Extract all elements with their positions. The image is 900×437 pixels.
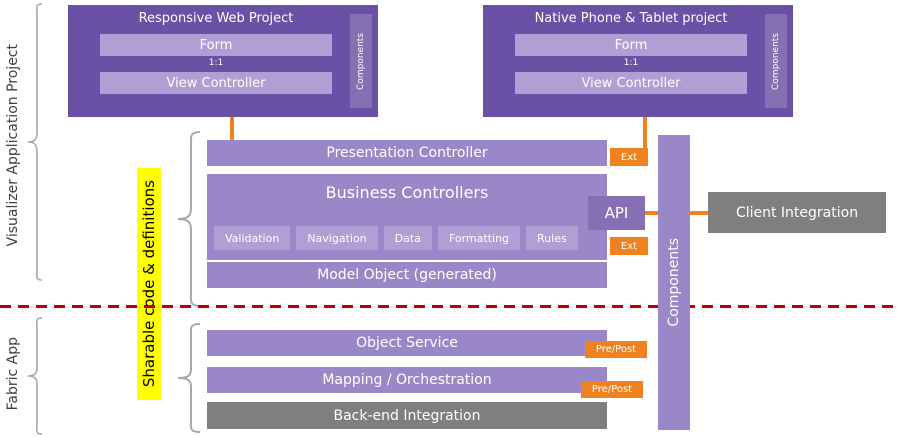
chip-formatting: Formatting (437, 226, 521, 250)
chip-rules: Rules (526, 226, 578, 250)
sharable-code-label: Sharable code & definitions (140, 180, 158, 388)
responsive-web-project-title: Responsive Web Project (138, 11, 294, 26)
visualizer-stack-brace (177, 131, 201, 307)
native-form-bar: Form (515, 34, 747, 56)
visualizer-section-label-wrap: Visualizer Application Project (0, 15, 26, 275)
visualizer-brace (27, 3, 43, 281)
mapping-orchestration-bar: Mapping / Orchestration (207, 367, 607, 393)
native-view-controller-bar: View Controller (515, 72, 747, 94)
connector-responsive-to-presentation (230, 117, 234, 140)
components-vertical-bar: Components (658, 135, 690, 430)
native-ratio-label: 1:1 (623, 58, 639, 68)
fabric-section-label: Fabric App (5, 337, 21, 411)
native-components-strip: Components (765, 14, 787, 108)
sharable-code-label-strip: Sharable code & definitions (137, 168, 161, 400)
native-project-box: Native Phone & Tablet project Form 1:1 V… (483, 5, 793, 117)
connector-native-to-presentation (643, 117, 647, 148)
fabric-brace (27, 317, 43, 435)
business-controller-chips: Validation Navigation Data Formatting Ru… (214, 226, 578, 250)
connector-api-to-components (645, 211, 658, 215)
chip-data: Data (383, 226, 432, 250)
api-box: API (588, 196, 645, 230)
prepost-tag-object-service: Pre/Post (585, 341, 647, 358)
business-controllers-box: Business Controllers Validation Navigati… (207, 174, 607, 260)
responsive-form-bar: Form (100, 34, 332, 56)
chip-validation: Validation (214, 226, 291, 250)
responsive-ratio-label: 1:1 (208, 58, 224, 68)
prepost-tag-mapping: Pre/Post (581, 381, 643, 398)
ext-tag-presentation: Ext (610, 148, 648, 166)
chip-navigation: Navigation (296, 226, 378, 250)
responsive-components-label: Components (356, 32, 366, 90)
client-integration-box: Client Integration (708, 192, 886, 233)
cloud-device-divider-line (0, 305, 897, 308)
presentation-controller-bar: Presentation Controller (207, 140, 607, 166)
fabric-section-label-wrap: Fabric App (0, 318, 26, 430)
components-vertical-label: Components (666, 238, 682, 327)
connector-components-to-client (690, 211, 708, 215)
fabric-stack-brace (177, 323, 201, 433)
ext-tag-api: Ext (610, 237, 648, 255)
responsive-web-project-box: Responsive Web Project Form 1:1 View Con… (68, 5, 378, 117)
business-controllers-title: Business Controllers (325, 183, 489, 202)
backend-integration-bar: Back-end Integration (207, 402, 607, 429)
responsive-components-strip: Components (350, 14, 372, 108)
model-object-bar: Model Object (generated) (207, 262, 607, 288)
native-components-label: Components (771, 32, 781, 90)
visualizer-section-label: Visualizer Application Project (5, 43, 21, 247)
native-project-title: Native Phone & Tablet project (534, 11, 728, 26)
responsive-view-controller-bar: View Controller (100, 72, 332, 94)
object-service-bar: Object Service (207, 330, 607, 356)
